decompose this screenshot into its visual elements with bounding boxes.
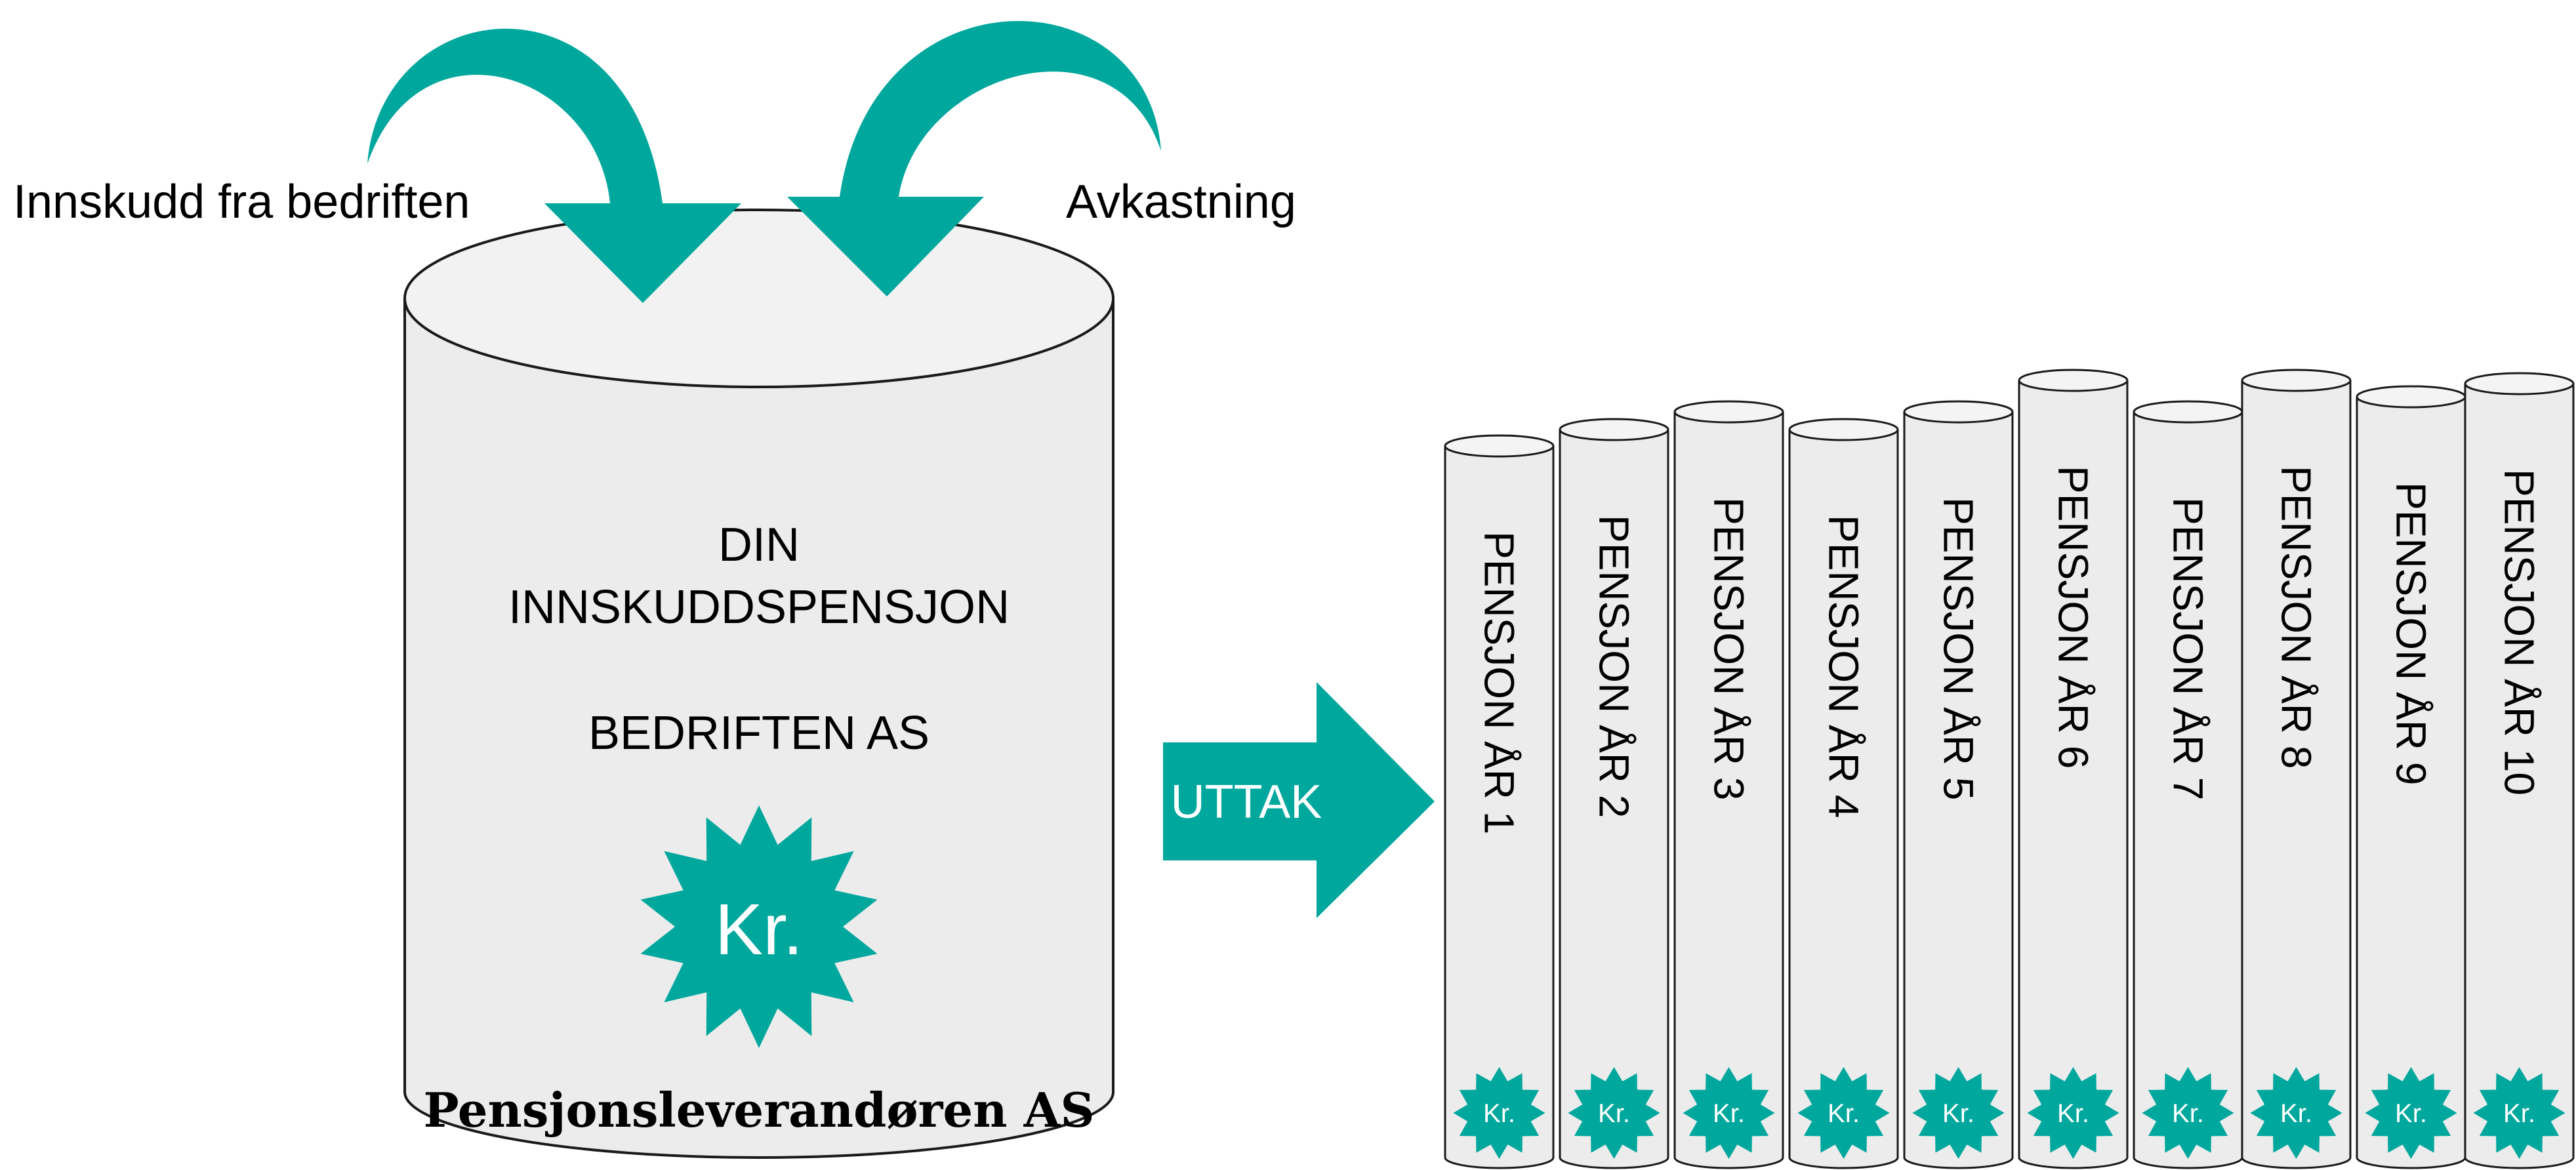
payout-currency-label: Kr. [2280, 1099, 2312, 1128]
payout-cylinder-body [1559, 430, 1669, 1169]
payout-cylinder-top [1903, 400, 2014, 424]
payout-currency-label: Kr. [1942, 1099, 1974, 1128]
pension-cylinder [403, 209, 1114, 1159]
pension-title-line1: DIN [718, 519, 800, 571]
payout-currency-icon [2473, 1067, 2566, 1159]
contribution-label: Innskudd fra bedriften [13, 176, 470, 228]
payout-cylinder-body [1673, 412, 1784, 1169]
payout-cylinder: PENSJON ÅR 6 Kr. [2018, 369, 2129, 1169]
payout-cylinder-body [1903, 412, 2014, 1169]
pension-title-line2: INNSKUDDSPENSJON [508, 581, 1010, 634]
payout-cylinder-body [2464, 384, 2575, 1169]
payout-label: PENSJON ÅR 9 [2388, 482, 2435, 785]
currency-badge-label: Kr. [715, 889, 804, 970]
payout-currency-label: Kr. [1828, 1099, 1860, 1128]
payout-currency-icon [2027, 1067, 2119, 1159]
currency-badge: Kr. [640, 805, 878, 1048]
payout-cylinder: PENSJON ÅR 7 Kr. [2133, 400, 2243, 1169]
withdrawal-label: UTTAK [1171, 776, 1322, 828]
payout-cylinder: PENSJON ÅR 9 Kr. [2356, 385, 2466, 1169]
payout-currency-icon [2142, 1067, 2234, 1159]
payout-label: PENSJON ÅR 4 [1820, 515, 1868, 818]
payout-currency-icon [2365, 1067, 2457, 1159]
payout-currency-icon [2250, 1067, 2342, 1159]
payout-label: PENSJON ÅR 5 [1935, 497, 1982, 800]
payout-label: PENSJON ÅR 3 [1706, 497, 1753, 800]
contribution-arrow [367, 28, 741, 303]
payout-label: PENSJON ÅR 10 [2496, 469, 2543, 796]
payout-cylinder-top [2018, 369, 2129, 392]
payout-currency-icon [1912, 1067, 2005, 1159]
payout-cylinder-top [2356, 385, 2466, 409]
payout-list: PENSJON ÅR 1Kr.PENSJON ÅR 2Kr.PENSJON ÅR… [1444, 369, 2575, 1169]
payout-cylinder: PENSJON ÅR 8 Kr. [2241, 369, 2352, 1169]
payout-cylinder-top [2241, 369, 2352, 392]
payout-label: PENSJON ÅR 6 [2050, 466, 2097, 769]
payout-label: PENSJON ÅR 8 [2273, 466, 2320, 769]
payout-cylinder: PENSJON ÅR 3 Kr. [1673, 400, 1784, 1169]
payout-cylinder-top [1673, 400, 1784, 424]
payout-cylinder-body [2356, 397, 2466, 1169]
payout-cylinder-body [2241, 380, 2352, 1169]
provider-name: Pensjonsleverandøren AS [424, 1082, 1095, 1138]
payout-cylinder: PENSJON ÅR 1 Kr. [1444, 434, 1555, 1169]
returns-arrow [787, 20, 1161, 296]
payout-label: PENSJON ÅR 2 [1591, 515, 1638, 818]
payout-cylinder-body [2133, 412, 2243, 1169]
payout-cylinder: PENSJON ÅR 5 Kr. [1903, 400, 2014, 1169]
payout-cylinder-body [1788, 430, 1899, 1169]
payout-currency-label: Kr. [2057, 1099, 2089, 1128]
company-name: BEDRIFTEN AS [588, 707, 930, 759]
withdrawal-arrow: UTTAK [1163, 682, 1435, 918]
cylinder-body [403, 298, 1114, 1159]
payout-currency-icon [1568, 1067, 1660, 1159]
payout-cylinder: PENSJON ÅR 4 Kr. [1788, 418, 1899, 1169]
payout-cylinder-body [2018, 380, 2129, 1169]
payout-cylinder-top [2133, 400, 2243, 424]
payout-cylinder: PENSJON ÅR 10 Kr. [2464, 372, 2575, 1169]
payout-currency-icon [1453, 1067, 1545, 1159]
payout-cylinder: PENSJON ÅR 2 Kr. [1559, 418, 1669, 1169]
payout-currency-label: Kr. [2395, 1099, 2427, 1128]
payout-currency-label: Kr. [1483, 1099, 1515, 1128]
payout-cylinder-top [1444, 434, 1555, 458]
payout-cylinder-top [1559, 418, 1669, 441]
payout-currency-label: Kr. [2503, 1099, 2535, 1128]
cylinder-top [403, 209, 1114, 388]
payout-label: PENSJON ÅR 7 [2165, 497, 2212, 800]
returns-label: Avkastning [1066, 176, 1296, 228]
payout-currency-label: Kr. [2172, 1099, 2204, 1128]
payout-cylinder-body [1444, 446, 1555, 1169]
payout-cylinder-top [1788, 418, 1899, 441]
currency-star-icon [640, 805, 878, 1048]
payout-currency-label: Kr. [1713, 1099, 1745, 1128]
payout-cylinder-top [2464, 372, 2575, 395]
payout-currency-icon [1683, 1067, 1775, 1159]
payout-currency-label: Kr. [1598, 1099, 1630, 1128]
payout-label: PENSJON ÅR 1 [1476, 531, 1523, 834]
payout-currency-icon [1797, 1067, 1890, 1159]
